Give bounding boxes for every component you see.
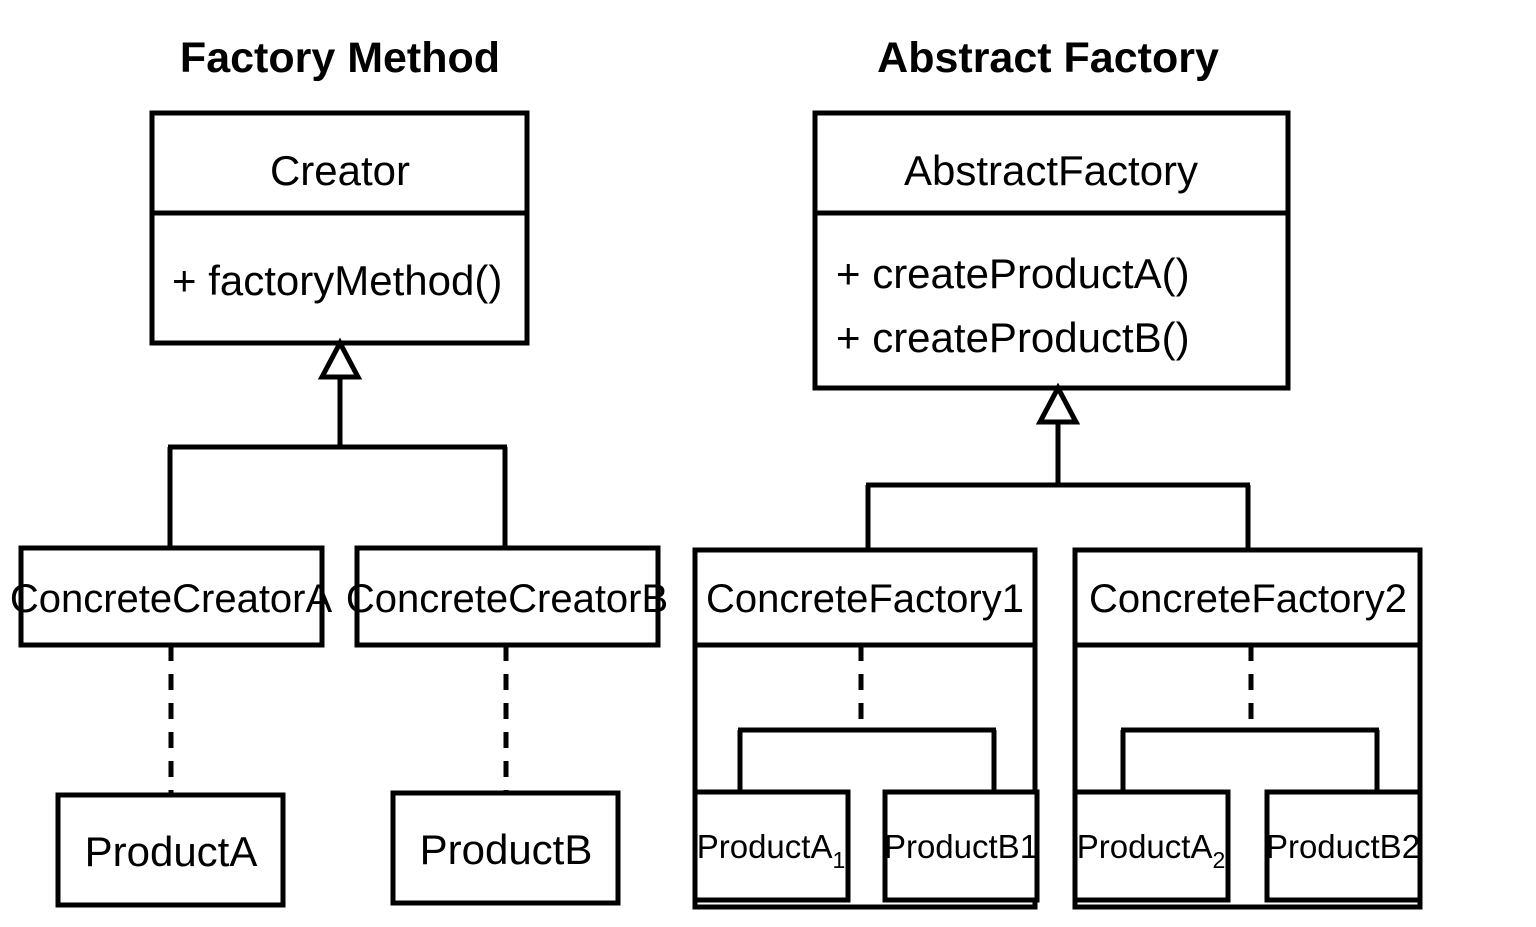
abstract-factory-operation-1: + createProductB()	[836, 314, 1190, 361]
factory-method-title: Factory Method	[180, 34, 500, 82]
product-a1-subscript: 1	[832, 847, 845, 873]
concrete-factory-2-name: ConcreteFactory2	[1089, 577, 1407, 621]
product-a-name: ProductA	[85, 828, 258, 875]
product-a2-name: ProductA2	[1077, 828, 1226, 873]
panel-abstract-factory: Abstract Factory AbstractFactory + creat…	[692, 34, 1423, 910]
concrete-factory-1-dependency-tree	[737, 645, 997, 792]
generalization-creator	[167, 337, 508, 548]
abstract-factory-class-name: AbstractFactory	[904, 147, 1198, 194]
abstract-factory-box-outline	[812, 110, 1291, 391]
generalization-arrowhead-icon-2	[1035, 382, 1081, 425]
concrete-creator-b-name: ConcreteCreatorB	[346, 577, 668, 621]
class-box-abstract-factory[interactable]: AbstractFactory + createProductA() + cre…	[812, 110, 1291, 391]
creator-class-name: Creator	[270, 147, 410, 194]
generalization-arrowhead-icon	[317, 337, 363, 380]
class-box-creator[interactable]: Creator + factoryMethod()	[149, 110, 530, 346]
abstract-factory-operation-0: + createProductA()	[836, 250, 1190, 297]
concrete-creator-a-name: ConcreteCreatorA	[10, 577, 333, 621]
product-b2-outline	[1264, 789, 1423, 903]
product-b-outline	[390, 790, 621, 906]
class-box-product-a1[interactable]: ProductA1	[692, 789, 851, 903]
product-b-name: ProductB	[420, 826, 593, 873]
product-a2-base: ProductA	[1077, 828, 1213, 865]
product-a2-subscript: 2	[1212, 847, 1225, 873]
product-a1-name: ProductA1	[697, 828, 846, 873]
class-box-product-b1[interactable]: ProductB1	[882, 789, 1040, 903]
concrete-factory-2-dependency-tree	[1120, 645, 1380, 792]
panel-factory-method: Factory Method Creator + factoryMethod()…	[10, 34, 668, 908]
product-b2-name: ProductB2	[1266, 828, 1420, 865]
class-box-product-b[interactable]: ProductB	[390, 790, 621, 906]
product-a1-base: ProductA	[697, 828, 833, 865]
product-b1-outline	[882, 789, 1040, 903]
product-a-outline	[55, 792, 286, 908]
concrete-creator-b-outline	[354, 545, 661, 648]
generalization-abstract-factory	[865, 382, 1251, 550]
product-a1-outline	[692, 789, 851, 903]
class-box-product-b2[interactable]: ProductB2	[1264, 789, 1423, 903]
concrete-factory-1-name: ConcreteFactory1	[706, 577, 1024, 621]
class-box-product-a[interactable]: ProductA	[55, 792, 286, 908]
creator-operation-0: + factoryMethod()	[172, 257, 502, 304]
product-b1-name: ProductB1	[884, 828, 1038, 865]
class-box-product-a2[interactable]: ProductA2	[1072, 789, 1231, 903]
creator-box-outline	[149, 110, 530, 346]
class-box-concrete-creator-a[interactable]: ConcreteCreatorA	[10, 545, 333, 648]
product-a2-outline	[1072, 789, 1231, 903]
class-box-concrete-creator-b[interactable]: ConcreteCreatorB	[346, 545, 668, 648]
abstract-factory-title: Abstract Factory	[877, 34, 1219, 82]
